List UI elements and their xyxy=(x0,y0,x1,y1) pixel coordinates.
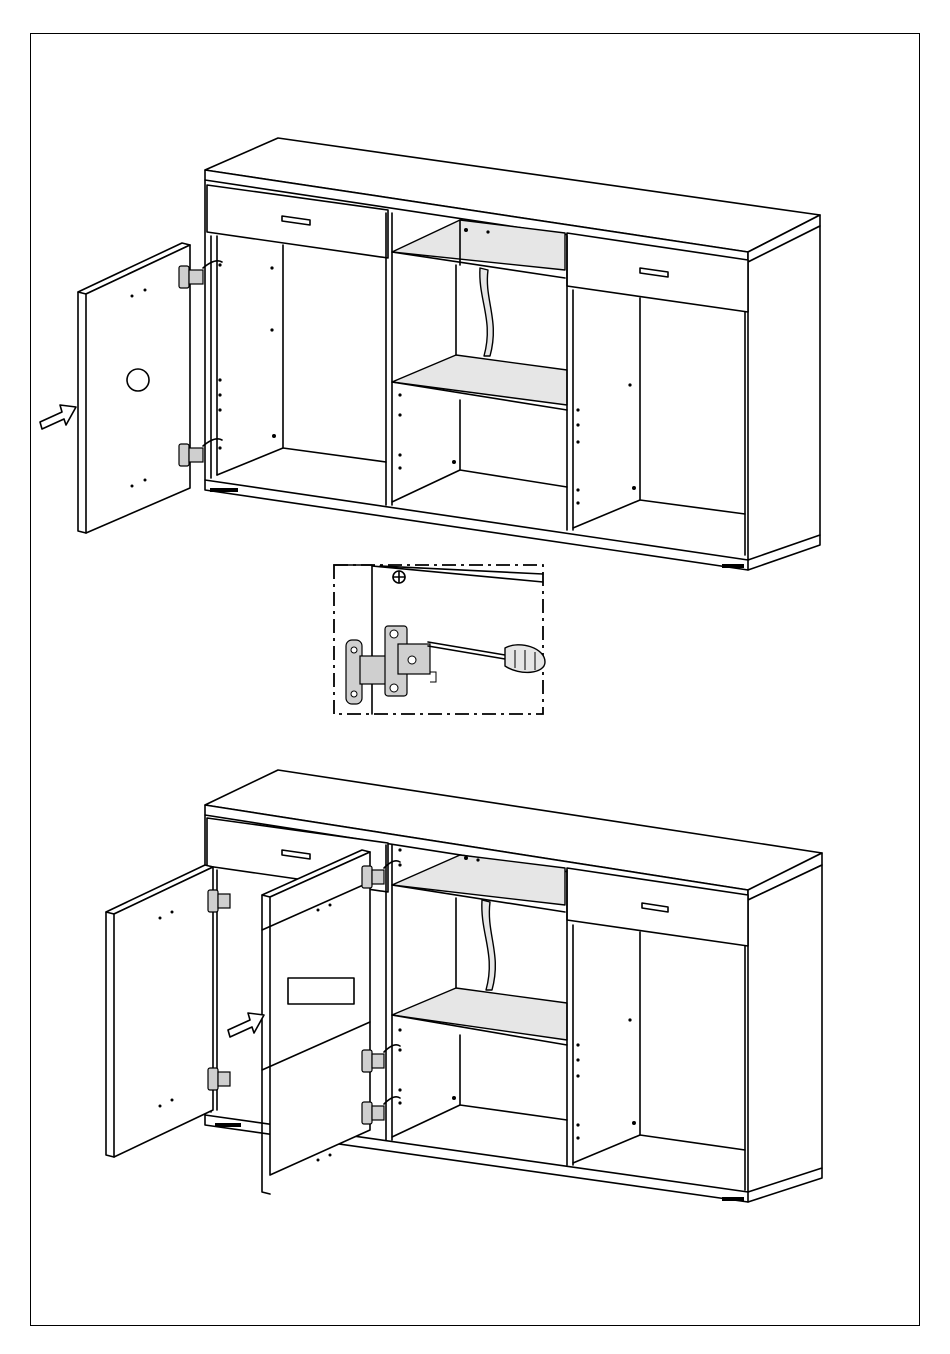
arrow-right-icon xyxy=(228,1013,264,1037)
step-2-illustration xyxy=(106,770,822,1202)
sideboard-top xyxy=(205,138,820,570)
second-door xyxy=(262,850,400,1194)
step-1-illustration xyxy=(40,138,820,570)
arrow-right-icon xyxy=(40,405,76,429)
screwdriver-icon xyxy=(428,642,545,672)
left-door xyxy=(78,243,190,533)
attached-left-door xyxy=(106,865,230,1157)
rectangle-label-icon xyxy=(288,978,354,1004)
hinge-detail-inset xyxy=(334,565,545,714)
